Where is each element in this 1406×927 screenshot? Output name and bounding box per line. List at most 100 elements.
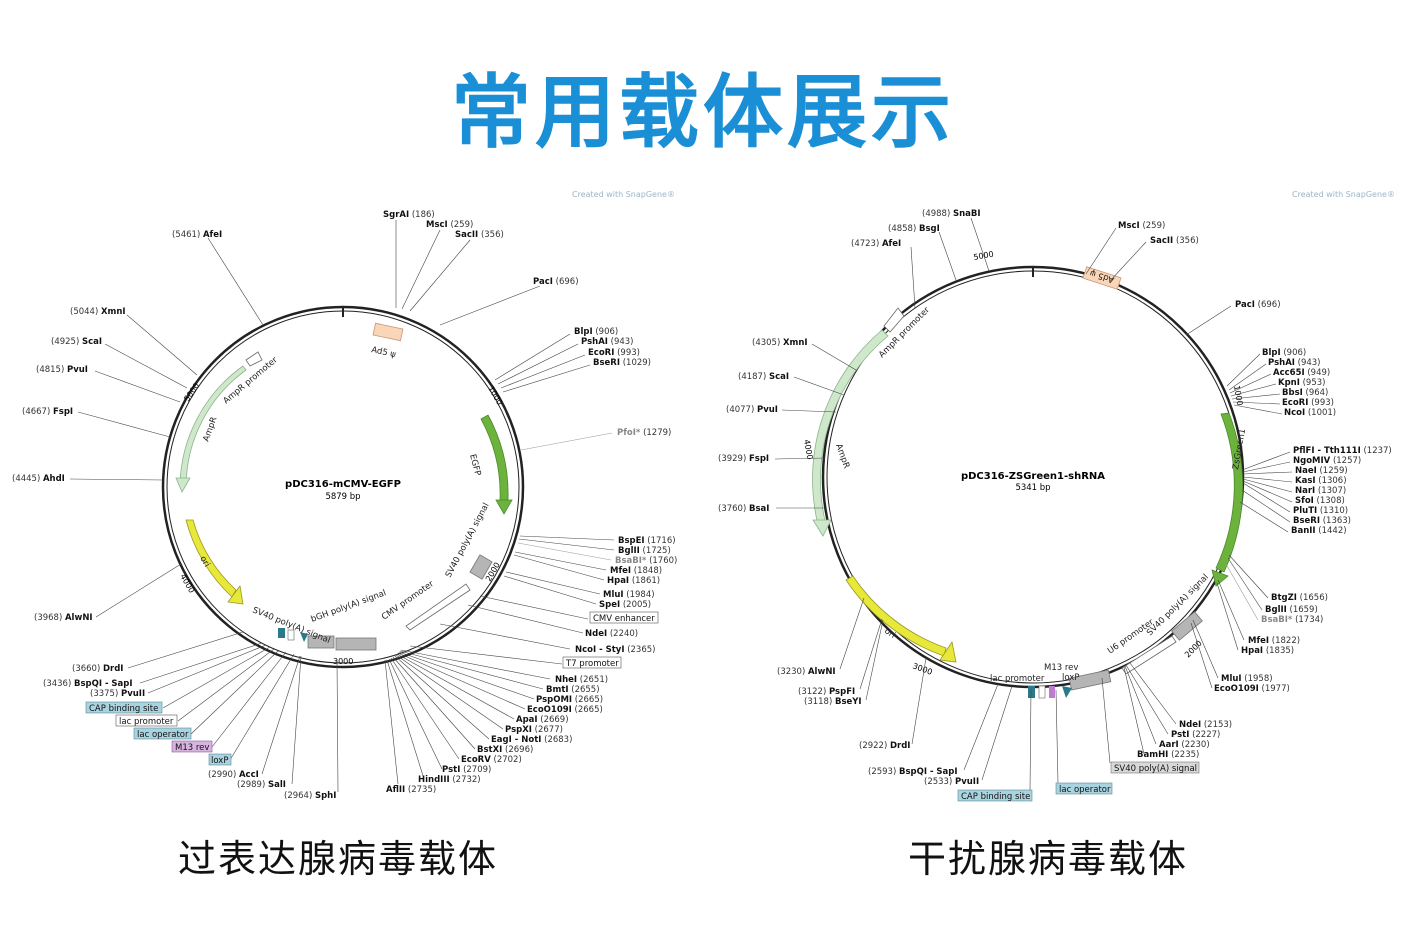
feature-zsgreen1 bbox=[1215, 412, 1243, 573]
page-title: 常用载体展示 bbox=[451, 66, 955, 159]
feature-box-loxp: loxP bbox=[211, 756, 228, 766]
feature-u6-promoter bbox=[1121, 635, 1177, 675]
feature-label-egfp: EGFP bbox=[467, 453, 482, 477]
site-label: SpeI (2005) bbox=[599, 600, 651, 610]
caption-overexpression: 过表达腺病毒载体 bbox=[178, 837, 499, 881]
feature-label-bgh-pa: bGH poly(A) signal bbox=[310, 588, 388, 625]
site-label: (3375) PvuII bbox=[90, 689, 145, 699]
site-label: MfeI (1822) bbox=[1248, 636, 1300, 646]
site-label: PflFI - Tth111I (1237) bbox=[1293, 446, 1392, 456]
site-label: (3118) BseYI bbox=[804, 697, 862, 707]
feature-label-ad5-psi: Ad5 ψ bbox=[370, 345, 397, 360]
site-label: (4077) PvuI bbox=[726, 405, 778, 415]
site-label: PspXI (2677) bbox=[505, 725, 563, 735]
feature-lac-block bbox=[278, 628, 285, 638]
site-label: SfoI (1308) bbox=[1295, 496, 1345, 506]
site-label: SgrAI (186) bbox=[383, 210, 435, 220]
plasmid-map-shrna: Created with SnapGene® 5000 1000 2000 30… bbox=[706, 180, 1406, 820]
feature-egfp bbox=[480, 414, 509, 501]
tick-label-3000: 3000 bbox=[333, 657, 353, 666]
site-label: BlpI (906) bbox=[574, 327, 618, 337]
site-label: ApaI (2669) bbox=[516, 715, 569, 725]
site-label: NgoMIV (1257) bbox=[1293, 456, 1361, 466]
tick-label-4000: 4000 bbox=[178, 573, 196, 595]
site-label: PspOMI (2665) bbox=[536, 695, 603, 705]
feature-label-ampr-promoter: AmpR promoter bbox=[877, 305, 932, 360]
feature-box-cap-binding-site: CAP binding site bbox=[961, 792, 1030, 802]
tick-label-2000: 2000 bbox=[1183, 639, 1204, 660]
feature-small-grey bbox=[307, 635, 335, 649]
site-label: (4925) ScaI bbox=[51, 337, 102, 347]
site-label: (2964) SphI bbox=[284, 791, 336, 801]
site-label: (3929) FspI bbox=[718, 454, 769, 464]
site-label: (3968) AlwNI bbox=[34, 613, 93, 623]
site-label: PacI (696) bbox=[533, 277, 579, 287]
feature-sv40-pa-right bbox=[469, 554, 493, 580]
site-label: (2533) PvuII bbox=[924, 777, 979, 787]
feature-loxp-block bbox=[300, 632, 308, 642]
feature-label-ampr: AmpR bbox=[833, 443, 851, 470]
feature-box-m13-rev: M13 rev bbox=[175, 743, 209, 753]
site-label: MscI (259) bbox=[1118, 221, 1165, 231]
feature-ori-arrow bbox=[939, 640, 957, 663]
site-label: EcoRV (2702) bbox=[461, 755, 522, 765]
feature-lac-block bbox=[1028, 686, 1035, 698]
feature-loxp-block bbox=[1062, 686, 1072, 698]
site-labels-left: (4723) AfeI (4305) XmnI (4187) ScaI (407… bbox=[718, 239, 1113, 802]
tick-label-5000: 5000 bbox=[182, 381, 201, 403]
site-label: (4305) XmnI bbox=[752, 338, 808, 348]
plasmid-size: 5879 bp bbox=[325, 492, 360, 502]
feature-ampr-arrow bbox=[175, 477, 191, 493]
feature-ampr-promoter bbox=[883, 307, 905, 333]
site-label: NaeI (1259) bbox=[1295, 466, 1348, 476]
site-labels-left: (5461) AfeI (5044) XmnI (4925) ScaI (481… bbox=[12, 230, 339, 801]
site-label: BseRI (1363) bbox=[1293, 516, 1351, 526]
site-label: EcoO109I (1977) bbox=[1214, 684, 1290, 694]
site-label: PshAI (943) bbox=[581, 337, 634, 347]
site-label: MfeI (1848) bbox=[610, 566, 662, 576]
tick-label-1000: 1000 bbox=[1232, 385, 1244, 407]
site-label: BseRI (1029) bbox=[593, 358, 651, 368]
site-label: EagI - NotI (2683) bbox=[491, 735, 572, 745]
site-label: KpnI (953) bbox=[1278, 378, 1325, 388]
site-label: HpaI (1835) bbox=[1241, 646, 1294, 656]
site-label: BstXI (2696) bbox=[477, 745, 533, 755]
site-label: (3436) BspQI - SapI bbox=[43, 679, 133, 689]
snapgene-watermark: Created with SnapGene® bbox=[572, 190, 675, 199]
site-label: BanII (1442) bbox=[1291, 526, 1347, 536]
site-label: (4445) AhdI bbox=[12, 474, 65, 484]
site-label: (4667) FspI bbox=[22, 407, 73, 417]
site-label: NheI (2651) bbox=[555, 675, 608, 685]
feature-label-ori: ori bbox=[197, 555, 211, 570]
site-label: (3760) BsaI bbox=[718, 504, 769, 514]
site-label: BmtI (2655) bbox=[546, 685, 600, 695]
site-label: (4815) PvuI bbox=[36, 365, 88, 375]
site-label: (4988) SnaBI bbox=[922, 209, 981, 219]
plasmid-map-svg: Created with SnapGene® 5000 1000 2000 30… bbox=[718, 190, 1395, 802]
site-label: SacII (356) bbox=[1150, 236, 1199, 246]
site-label: HindIII (2732) bbox=[418, 775, 481, 785]
feature-ori bbox=[845, 575, 947, 657]
feature-sv40-pa bbox=[1171, 611, 1203, 641]
snapgene-watermark: Created with SnapGene® bbox=[1292, 190, 1395, 199]
feature-m13-block bbox=[1038, 685, 1046, 699]
feature-box-lac-promoter: lac promoter bbox=[119, 717, 174, 727]
site-labels-right: (4988) SnaBI (4858) BsgI MscI (259) SacI… bbox=[888, 209, 1392, 774]
site-label: BbsI (964) bbox=[1282, 388, 1328, 398]
plasmid-name: pDC316-mCMV-EGFP bbox=[285, 479, 401, 490]
feature-box-cap-binding-site: CAP binding site bbox=[89, 704, 158, 714]
plasmid-size: 5341 bp bbox=[1015, 483, 1050, 493]
site-label: BtgZI (1656) bbox=[1271, 593, 1328, 603]
feature-box-sv40-pa: SV40 poly(A) signal bbox=[1114, 764, 1197, 774]
site-label: EcoRI (993) bbox=[1282, 398, 1334, 408]
feature-box-t7-promoter: T7 promoter bbox=[565, 659, 619, 669]
site-label: EcoRI (993) bbox=[588, 348, 640, 358]
feature-bgh-pa bbox=[335, 637, 377, 651]
site-label: HpaI (1861) bbox=[607, 576, 660, 586]
tick-label-4000: 4000 bbox=[802, 439, 814, 461]
site-label: NarI (1307) bbox=[1295, 486, 1346, 496]
plasmid-map-overexpression: Created with SnapGene® 5000 1000 2000 30… bbox=[0, 180, 700, 820]
site-label: NcoI - StyI (2365) bbox=[575, 645, 655, 655]
site-label: (3230) AlwNI bbox=[777, 667, 836, 677]
site-label: PacI (696) bbox=[1235, 300, 1281, 310]
